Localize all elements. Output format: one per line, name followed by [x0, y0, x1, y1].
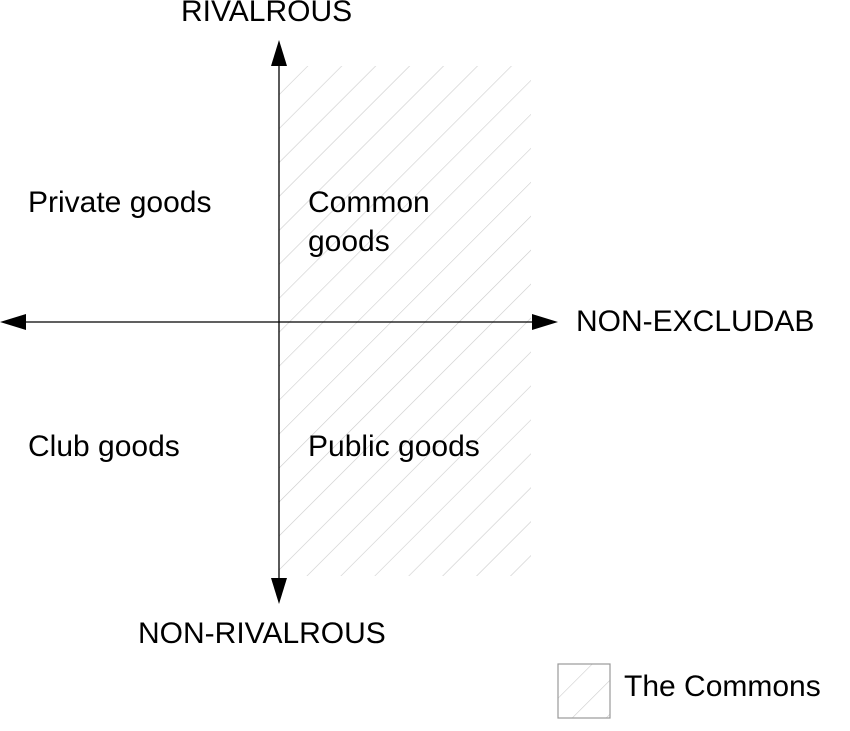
arrow-down-icon	[271, 578, 287, 604]
axis-label-non-rivalrous: NON-RIVALROUS	[138, 617, 386, 650]
arrow-up-icon	[271, 40, 287, 66]
arrow-right-icon	[532, 314, 558, 330]
quadrant-club-goods: Club goods	[28, 430, 180, 463]
hatched-square-icon	[557, 663, 611, 719]
axis-label-non-excludable: NON-EXCLUDAB	[576, 305, 815, 338]
commons-hatched-region	[279, 66, 531, 576]
quadrant-private-goods: Private goods	[28, 186, 212, 219]
arrow-left-icon	[0, 314, 26, 330]
quadrant-common-goods: Common goods	[308, 186, 430, 258]
axis-label-rivalrous: RIVALROUS	[181, 0, 353, 28]
quadrant-public-goods: Public goods	[308, 430, 480, 463]
legend-label: The Commons	[624, 670, 821, 703]
